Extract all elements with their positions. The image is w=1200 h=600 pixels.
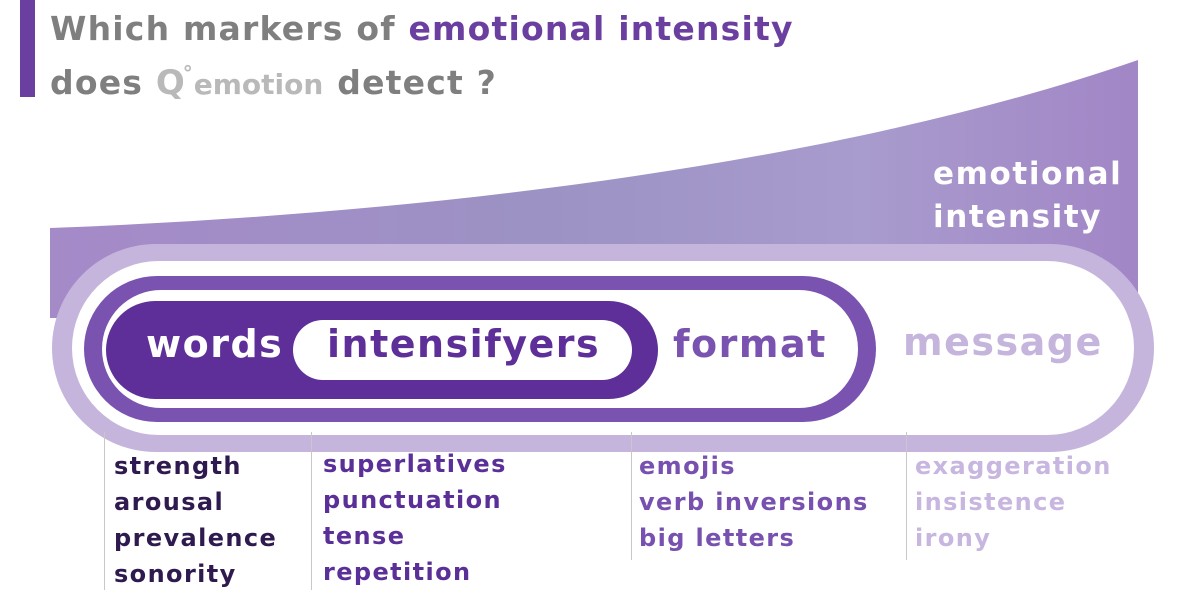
intensifyers-markers-list: superlatives punctuation tense repetitio… bbox=[323, 446, 507, 590]
level-words: words bbox=[146, 322, 284, 366]
list-item: arousal bbox=[114, 488, 225, 516]
list-item: sonority bbox=[114, 560, 237, 588]
title-line-2: does Q°emotion detect ? bbox=[50, 51, 794, 107]
emotional-intensity-label: emotional intensity bbox=[933, 156, 1123, 235]
list-item: emojis bbox=[639, 452, 736, 480]
list-item: big letters bbox=[639, 524, 796, 552]
title-does: does bbox=[50, 63, 156, 102]
list-item: verb inversions bbox=[639, 488, 869, 516]
list-item: insistence bbox=[915, 488, 1067, 516]
inner-capsule-inner bbox=[293, 320, 632, 380]
list-item: irony bbox=[915, 524, 992, 552]
message-markers-list: exaggeration insistence irony bbox=[915, 448, 1112, 556]
list-item: prevalence bbox=[114, 524, 278, 552]
level-message: message bbox=[903, 320, 1103, 364]
words-markers-list: strength arousal prevalence sonority bbox=[114, 448, 277, 592]
title-accent-bar bbox=[20, 0, 35, 97]
list-item: repetition bbox=[323, 558, 472, 586]
title-line-1: Which markers of emotional intensity bbox=[50, 6, 794, 51]
list-item: punctuation bbox=[323, 486, 503, 514]
title-prefix: Which markers of bbox=[50, 9, 409, 48]
list-item: strength bbox=[114, 452, 242, 480]
list-item: tense bbox=[323, 522, 406, 550]
title-detect: detect ? bbox=[337, 63, 498, 102]
list-item: superlatives bbox=[323, 450, 507, 478]
brand-logo: Q°emotion bbox=[155, 61, 324, 103]
level-format: format bbox=[673, 322, 827, 366]
page-title: Which markers of emotional intensity doe… bbox=[50, 6, 794, 107]
list-item: exaggeration bbox=[915, 452, 1112, 480]
level-intensifyers: intensifyers bbox=[327, 322, 601, 366]
format-markers-list: emojis verb inversions big letters bbox=[639, 448, 869, 556]
title-highlight: emotional intensity bbox=[408, 9, 794, 48]
